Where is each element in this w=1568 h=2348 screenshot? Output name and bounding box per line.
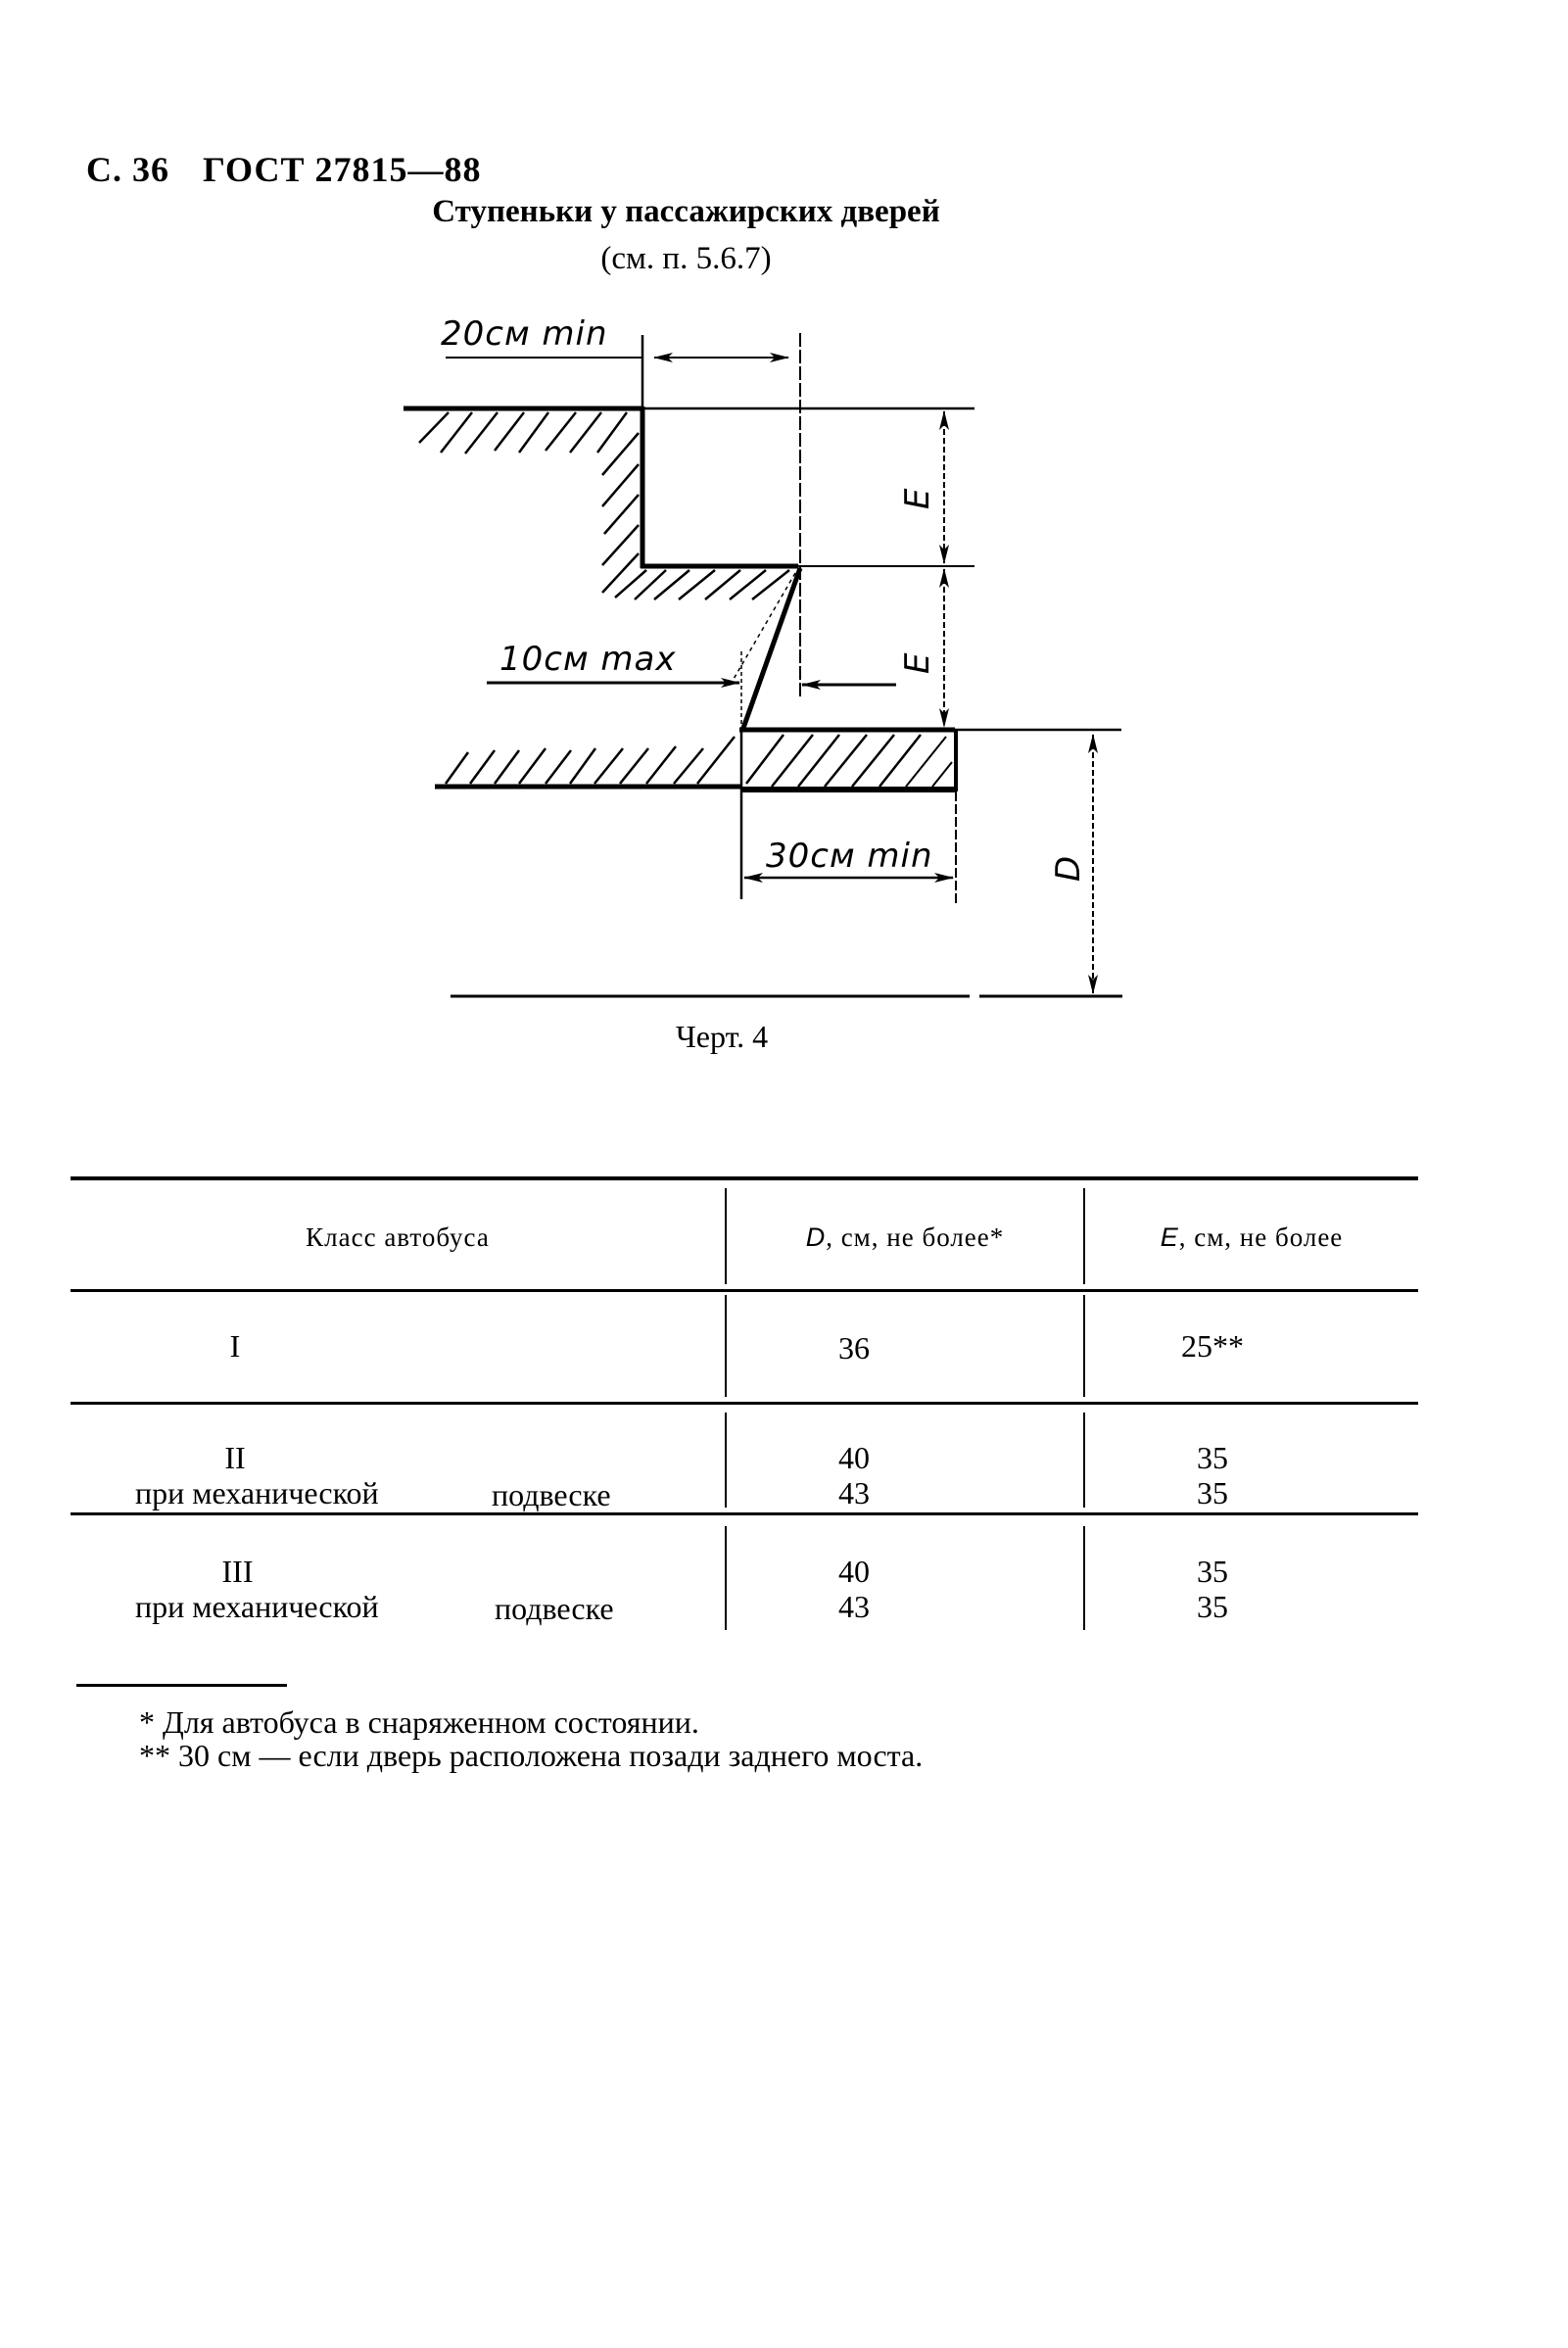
col-divider [1083,1413,1085,1508]
footnote-1: * Для автобуса в снаряженном состоянии. [139,1704,699,1740]
table-top-rule [71,1176,1418,1180]
label-E-lower: E [898,652,937,674]
figure-reference-text: (см. п. 5.6.7) [600,241,772,276]
table-row-II-note-a: при механической [135,1475,379,1510]
standard-number: ГОСТ 27815—88 [203,150,482,189]
label-E-upper: E [898,488,937,509]
table-row-III-note-b: подвеске [495,1591,614,1626]
step-diagram: 20см min 10см max 30см min [404,314,1122,998]
col-divider [725,1295,727,1397]
label-D: D [1049,855,1088,882]
table-row-I-E: 25** [1181,1328,1244,1364]
column-header-D: D, см, не более* [727,1222,1083,1253]
table-row-II-E-2: 35 [1197,1475,1228,1510]
table-row-II-note-b: подвеске [492,1477,611,1512]
figure-title: Ступеньки у пассажирских дверей [0,194,1568,230]
label-30cm-min: 30см min [766,837,933,876]
label-10cm-max: 10см max [499,640,677,679]
col-divider [725,1526,727,1630]
table-row-III-E-2: 35 [1197,1589,1228,1624]
table-row-class-I: I [229,1328,241,1364]
table-row-III-note-a: при механической [135,1589,379,1624]
table-row-II-D-1: 40 [838,1440,870,1475]
footnote-2: ** 30 см — если дверь расположена позади… [139,1738,924,1773]
column-header-class: Класс автобуса [306,1222,490,1252]
column-header-E: E, см, не более [1085,1222,1418,1253]
lower-step [435,727,1121,903]
label-20cm-min: 20см min [441,314,608,354]
figure-reference: (см. п. 5.6.7) [0,241,1568,277]
footnote-separator [76,1684,287,1687]
table-row-III-D-2: 43 [838,1589,870,1624]
col-divider [1083,1295,1085,1397]
middle-step [614,407,974,732]
table-row-rule-1 [71,1402,1418,1405]
upper-floor [404,406,974,594]
table-row-III-E-1: 35 [1197,1554,1228,1589]
table-row-III-D-1: 40 [838,1554,870,1589]
page-header: С. 36 ГОСТ 27815—88 [67,108,481,190]
figure-title-text: Ступеньки у пассажирских дверей [432,194,940,229]
table-header-rule [71,1289,1418,1292]
column-header-D-text: , см, не более* [826,1222,1005,1252]
table-row-I-D: 36 [838,1330,870,1366]
figure-caption: Черт. 4 [676,1019,769,1054]
col-divider [1083,1526,1085,1630]
table-row-class-II: II [224,1440,246,1475]
column-header-E-text: , см, не более [1178,1222,1344,1252]
table-row-II-E-1: 35 [1197,1440,1228,1475]
table-row-II-D-2: 43 [838,1475,870,1510]
col-divider [1083,1188,1085,1284]
page-number: С. 36 [86,150,169,189]
symbol-D: D [805,1222,827,1252]
col-divider [725,1413,727,1508]
col-divider [725,1188,727,1284]
table-row-rule-2 [71,1512,1418,1515]
table-row-class-III: III [221,1554,254,1589]
symbol-E: E [1160,1222,1179,1252]
